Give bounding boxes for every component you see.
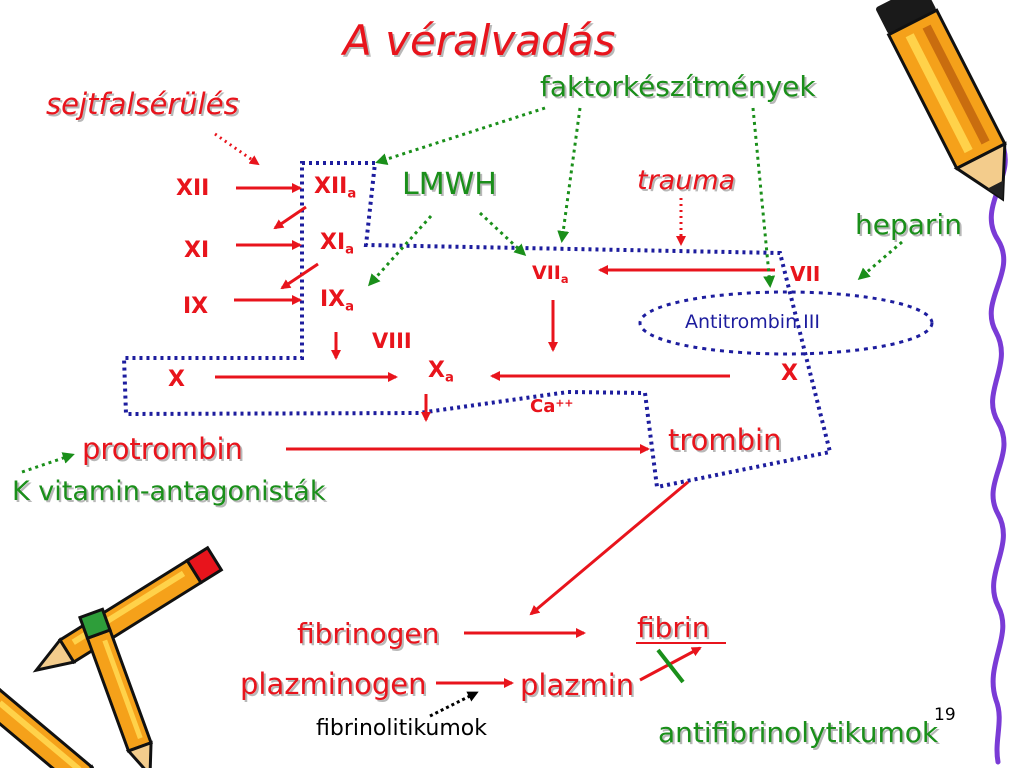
arrow-faktor-to-vii [751,107,776,288]
arrow-lmwh-to-ixa [367,214,433,287]
crossed-pencils-icon-bottom-left [0,545,224,768]
arrow-sejtfal-to-xii [214,132,260,166]
label-fibrinogen: fibrinogen [297,617,440,650]
arrow-faktor-to-viia [557,107,582,243]
calcium-ion: Ca++ [530,398,573,416]
calcium-sup: ++ [555,396,574,410]
label-fibrinolitikumok: fibrinolitikumok [316,716,487,741]
page-title: A véralvadás [343,16,616,65]
label-k-vitamin: K vitamin-antagonisták [12,476,326,507]
label-protrombin: protrombin [82,432,243,466]
factor-xia: XIa [320,232,354,257]
arrow-kvitamin-to-protrombin [21,452,75,474]
factor-x-right: X [781,361,798,386]
slide-number: 19 [934,705,956,725]
factor-x-left: X [168,367,185,392]
inhibition-bar [656,648,685,684]
arrow-lmwh-to-viia [478,211,527,257]
label-plazmin: plazmin [520,668,635,702]
label-lmwh: LMWH [402,167,497,202]
factor-xia-text: XI [320,230,346,255]
label-antifibrinolytikumok: antifibrinolytikumok [658,716,939,749]
factor-xiia: XIIa [314,176,356,201]
factor-xa-text: X [428,358,445,383]
factor-xiia-text: XII [314,174,348,199]
factor-viii: VIII [372,329,412,353]
factor-xii: XII [176,176,210,201]
factor-xa-sub: a [444,370,454,386]
label-trauma: trauma [637,165,736,196]
decorative-squiggle [988,137,1008,765]
calcium-text: Ca [530,396,556,417]
antithrombin-ellipse [638,290,934,356]
factor-ix: IX [183,294,209,319]
label-sejtfalserules: sejtfalsérülés [46,87,239,121]
activation-complex-boundary [121,161,833,490]
label-antitrombin: Antitrombin III [685,311,820,333]
factor-ixa-text: IX [320,287,346,312]
factor-viia-sub: a [560,271,569,286]
label-trombin: trombin [668,423,782,457]
arrow-trombin-to-fibrinogen [529,480,689,616]
label-faktorkeszitmenyek: faktorkészítmények [540,70,816,103]
factor-ixa: IXa [320,289,354,314]
arrow-fibrinolitikumok [429,691,479,718]
factor-ixa-sub: a [345,299,355,315]
label-plazminogen: plazminogen [240,667,427,701]
factor-xiia-sub: a [347,186,357,202]
factor-viia-text: VII [532,262,561,284]
pencil-icon-top-right [876,0,1007,202]
arrow-xia-to-ix [280,262,319,290]
factor-viia: VIIa [532,264,569,285]
label-heparin: heparin [855,208,962,241]
arrow-faktor-to-xiia [375,106,546,165]
factor-xia-sub: a [345,242,355,258]
factor-xa: Xa [428,360,454,385]
factor-xi: XI [184,238,210,263]
arrow-xiia-to-xi [273,205,307,230]
label-fibrin: fibrin [637,611,710,644]
arrow-heparin-to-vii [857,240,903,280]
factor-vii: VII [790,262,821,286]
